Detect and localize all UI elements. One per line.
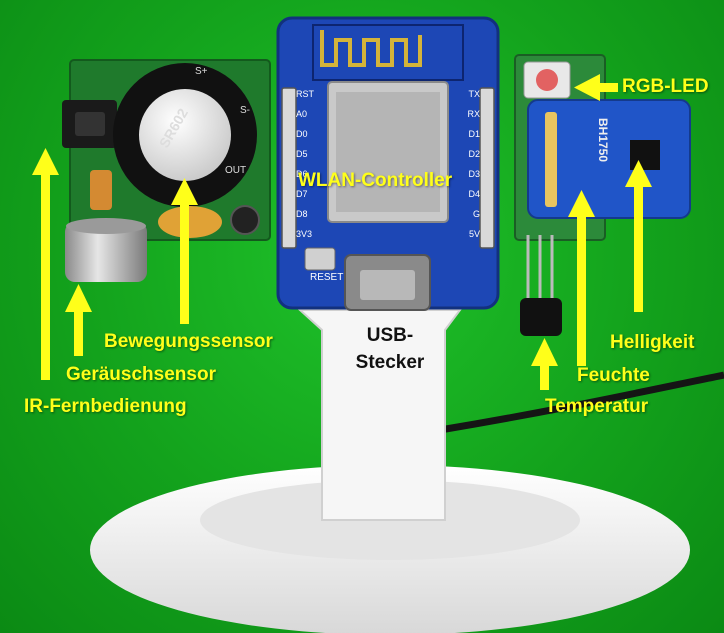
label-usb-stecker: USB- Stecker — [340, 322, 440, 376]
pin-label: A0 — [296, 109, 308, 119]
microphone — [65, 222, 147, 282]
reset-text: RESET — [310, 272, 344, 283]
pir-pin-plus-text: S+ — [195, 66, 208, 77]
pir-pin-minus-text: S- — [240, 105, 250, 116]
label-helligkeit: Helligkeit — [610, 332, 695, 353]
pin-labels-left: RST A0 D0 D5 D6 D7 D8 3V3 — [296, 84, 320, 244]
pin-label: D3 — [468, 169, 480, 179]
pin-label: RX — [467, 109, 480, 119]
pin-label: D0 — [296, 129, 308, 139]
label-geraeuschsensor: Geräuschsensor — [66, 364, 216, 385]
bh1750-board — [527, 99, 691, 219]
pir-pin-out-text: OUT — [225, 165, 247, 176]
pin-label: D1 — [468, 129, 480, 139]
pin-label: TX — [468, 89, 480, 99]
pin-header-left — [281, 87, 297, 249]
label-feuchte: Feuchte — [577, 365, 650, 386]
temperature-sensor — [520, 298, 562, 336]
bh1750-pins — [545, 112, 557, 207]
pin-label: D4 — [468, 189, 480, 199]
pin-label: D8 — [296, 209, 308, 219]
label-rgb-led: RGB-LED — [622, 76, 709, 97]
pin-label: 5V — [468, 229, 480, 239]
wifi-antenna — [320, 30, 422, 67]
bh1750-chip — [630, 140, 660, 170]
pin-labels-right: TX RX D1 D2 D3 D4 G 5V — [458, 84, 480, 244]
label-bewegungssensor: Bewegungssensor — [104, 331, 273, 352]
label-usb-line1: USB- — [366, 325, 414, 346]
label-wlan-controller: WLAN-Controller — [298, 170, 453, 191]
reset-button — [304, 247, 336, 271]
pin-header-right — [479, 87, 495, 249]
pin-label: D2 — [468, 149, 480, 159]
pin-label: G — [472, 209, 480, 219]
pin-label: D5 — [296, 149, 308, 159]
stand-column — [297, 309, 462, 521]
pin-label: D6 — [296, 169, 308, 179]
annotation-arrows — [32, 74, 652, 390]
pin-label: RST — [296, 89, 314, 99]
label-ir-fernbedienung: IR-Fernbedienung — [24, 396, 187, 417]
label-usb-line2: Stecker — [355, 352, 425, 373]
bh1750-model-text: BH1750 — [596, 118, 610, 163]
label-temperatur: Temperatur — [545, 396, 649, 417]
pin-label: D7 — [296, 189, 308, 199]
usb-cable — [439, 371, 724, 434]
pin-label: 3V3 — [296, 229, 313, 239]
